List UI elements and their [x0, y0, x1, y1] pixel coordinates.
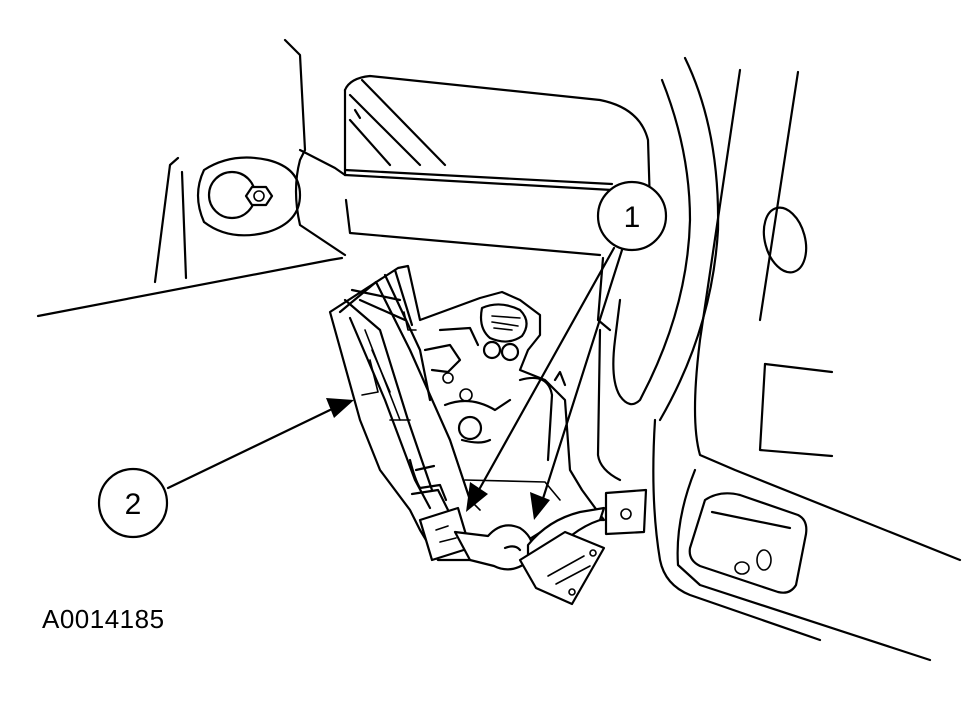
callout-1-circle [596, 180, 668, 252]
callout-1: 1 [466, 180, 668, 520]
callout-2: 2 [97, 398, 354, 539]
figure-id: A0014185 [42, 604, 165, 634]
callout-1-leader-left [478, 246, 616, 490]
callout-2-leader [166, 408, 332, 490]
callout-2-circle [97, 467, 169, 539]
callout-2-label: 2 [125, 488, 142, 521]
door-inner-panel [36, 38, 962, 662]
callout-1-arrowhead-right [530, 492, 550, 520]
callout-2-arrowhead [326, 398, 354, 418]
callout-1-leader-right [538, 248, 624, 510]
callout-1-label: 1 [624, 201, 641, 234]
door-latch-assembly [328, 264, 606, 606]
callout-1-arrowhead-left [466, 482, 488, 512]
